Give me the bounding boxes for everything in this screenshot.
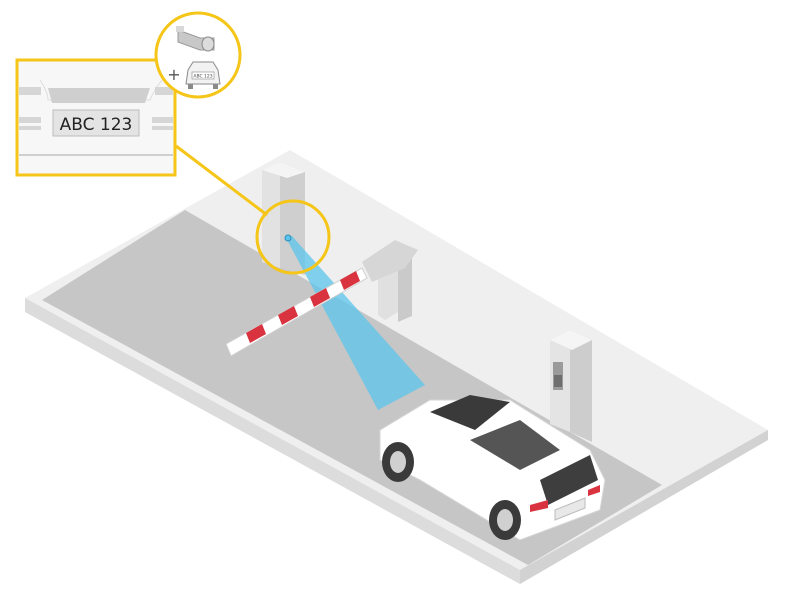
car-icon bbox=[379, 395, 606, 541]
plus-sign: + bbox=[167, 65, 180, 84]
camera-pillar bbox=[262, 162, 305, 275]
plate-text: ABC 123 bbox=[60, 115, 133, 135]
ticket-kiosk-icon bbox=[550, 330, 592, 442]
callout-line bbox=[175, 144, 268, 217]
barrier-arm bbox=[225, 267, 368, 357]
camera-plus-car-icon: + ABC 123 bbox=[154, 11, 242, 99]
license-plate bbox=[52, 109, 140, 137]
car-icon: ABC 123 bbox=[185, 61, 221, 89]
camera-beam bbox=[285, 236, 425, 410]
camera-icon bbox=[176, 26, 215, 52]
icon-plate-text: ABC 123 bbox=[193, 74, 212, 80]
license-plate-inset: ABC 123 bbox=[15, 58, 177, 177]
barrier-gate bbox=[225, 240, 418, 357]
camera-icon bbox=[284, 234, 292, 242]
camera-highlight-circle bbox=[255, 199, 331, 275]
